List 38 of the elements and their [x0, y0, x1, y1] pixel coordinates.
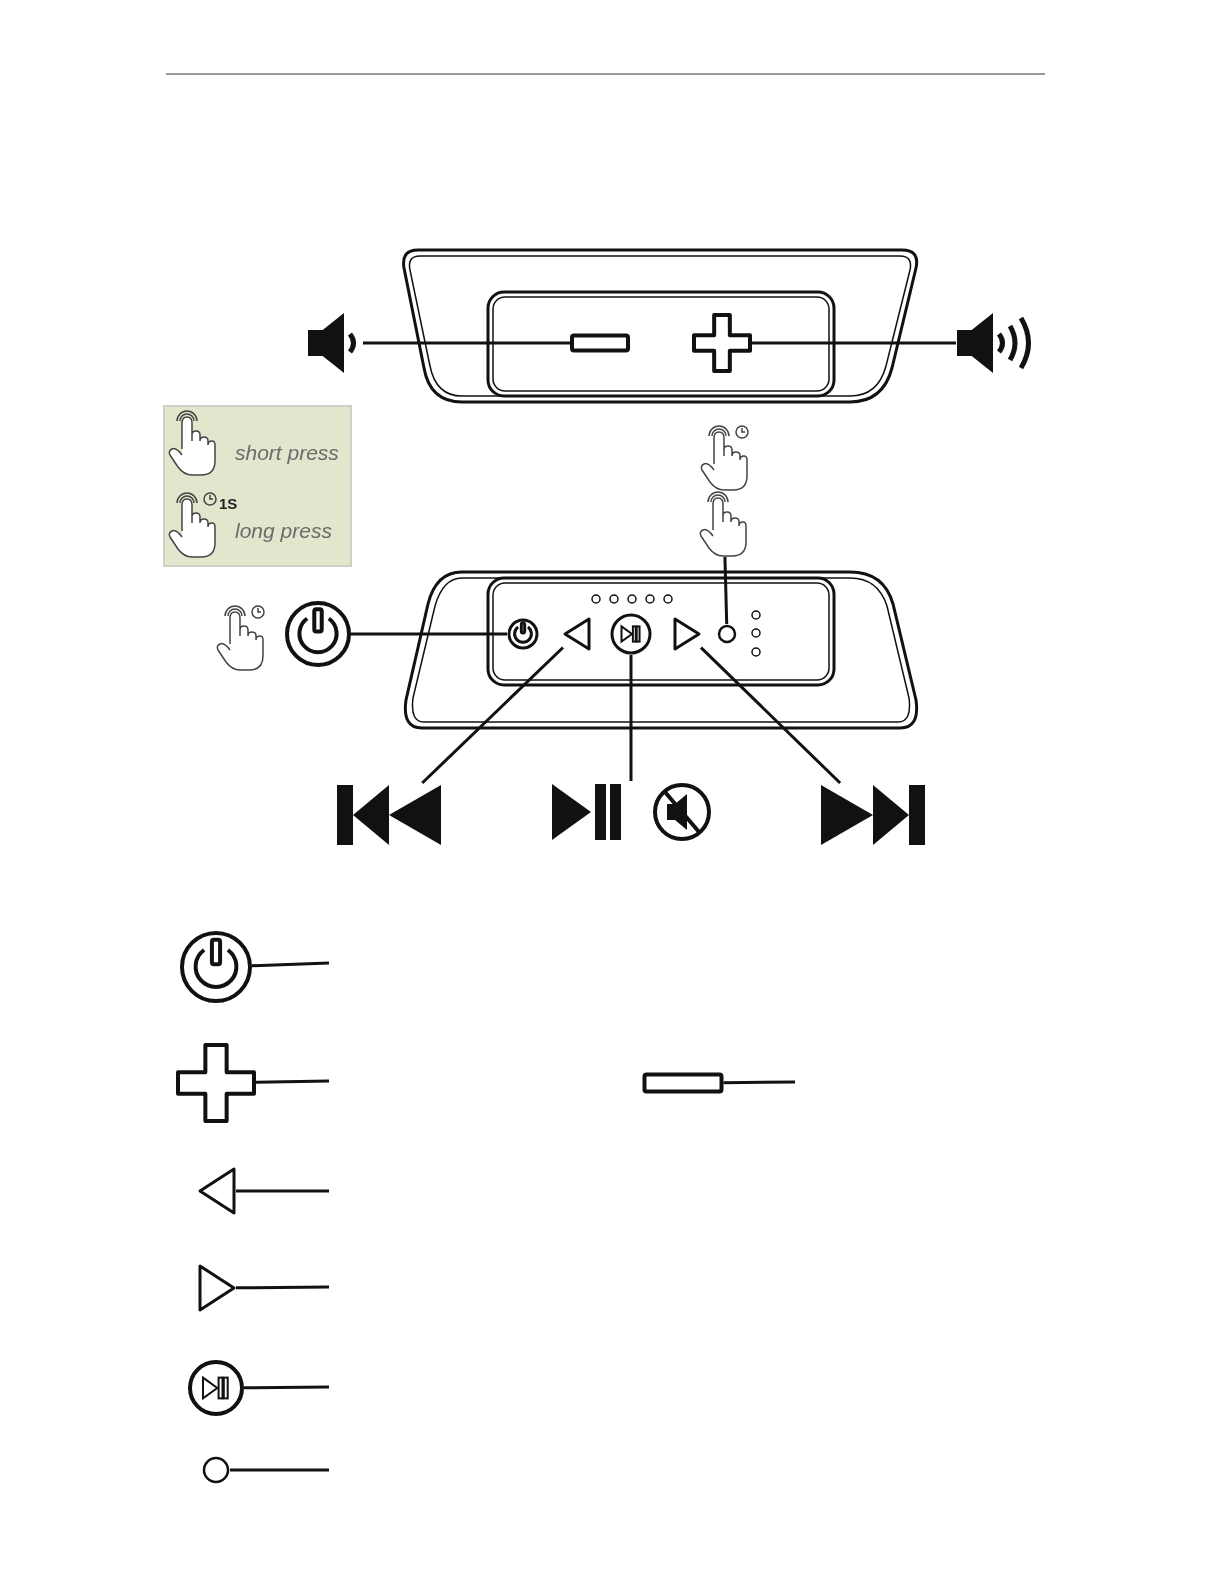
leader-line [255, 1079, 330, 1084]
leader-line [351, 632, 507, 636]
play-pause-button [610, 613, 652, 655]
leader-line [363, 341, 570, 345]
round-button [202, 1456, 230, 1484]
duration-text: 1S [219, 495, 238, 512]
leader-line [723, 556, 729, 625]
next-button [198, 1264, 236, 1312]
leader-line [230, 1468, 329, 1472]
play-pause-button [188, 1360, 244, 1416]
power-button [285, 601, 351, 667]
power-button [507, 618, 539, 650]
speaker-icon [957, 312, 1031, 374]
power-button [180, 931, 252, 1003]
round-button [717, 624, 737, 644]
short-press-text: short press [235, 441, 339, 465]
previous-button [198, 1167, 236, 1215]
long-press-text: long press [235, 519, 332, 543]
next-button [673, 617, 701, 651]
minus-button [570, 333, 630, 353]
plus-button [176, 1043, 256, 1123]
leader-line [629, 655, 633, 781]
skip-forward-icon [821, 785, 925, 845]
previous-button [563, 617, 591, 651]
speaker-icon [308, 312, 356, 374]
minus-button [642, 1072, 724, 1094]
leader-line [421, 646, 565, 785]
skip-back-icon [337, 785, 441, 845]
leader-line [244, 1385, 329, 1390]
leader-line [251, 961, 330, 968]
play-pause-mute-icon [552, 783, 711, 841]
leader-line [236, 1189, 329, 1193]
leader-line [752, 341, 956, 345]
legend-panel [163, 405, 352, 567]
plus-button [692, 313, 752, 373]
leader-line [699, 646, 842, 785]
leader-line [723, 1080, 795, 1085]
leader-line [236, 1285, 329, 1290]
